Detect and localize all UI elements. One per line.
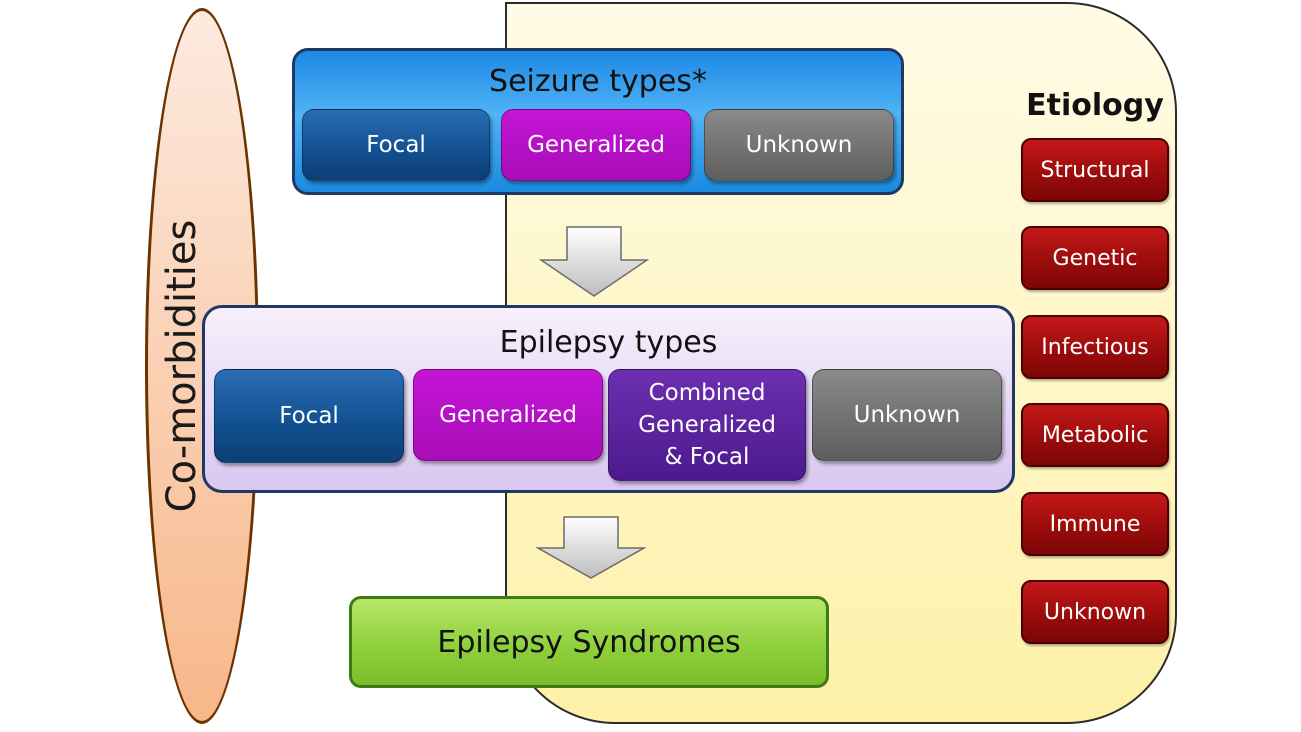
etiology-unknown: Unknown	[1021, 580, 1169, 644]
etiology-immune: Immune	[1021, 492, 1169, 556]
seizure-focal: Focal	[302, 109, 490, 181]
epilepsy-syndromes-box: Epilepsy Syndromes	[349, 596, 829, 688]
epilepsy-generalized: Generalized	[413, 369, 603, 461]
seizure-generalized: Generalized	[501, 109, 691, 181]
etiology-metabolic: Metabolic	[1021, 403, 1169, 467]
epilepsy-combined: Combined Generalized & Focal	[608, 369, 806, 481]
etiology-structural: Structural	[1021, 138, 1169, 202]
down-arrow-1	[539, 226, 649, 297]
etiology-infectious: Infectious	[1021, 315, 1169, 379]
etiology-genetic: Genetic	[1021, 226, 1169, 290]
epilepsy-types-title: Epilepsy types	[499, 325, 718, 360]
epilepsy-unknown: Unknown	[812, 369, 1002, 461]
epilepsy-combined-line-2: Generalized	[638, 412, 776, 438]
comorbidities-label: Co-morbidities	[159, 219, 205, 513]
seizure-unknown: Unknown	[704, 109, 894, 181]
seizure-types-title: Seizure types*	[489, 64, 707, 99]
epilepsy-syndromes-label: Epilepsy Syndromes	[437, 624, 741, 660]
etiology-title: Etiology	[1026, 88, 1164, 123]
epilepsy-combined-line-3: & Focal	[664, 444, 750, 470]
epilepsy-focal: Focal	[214, 369, 404, 463]
down-arrow-2	[536, 516, 646, 579]
epilepsy-combined-line-1: Combined	[648, 380, 766, 406]
